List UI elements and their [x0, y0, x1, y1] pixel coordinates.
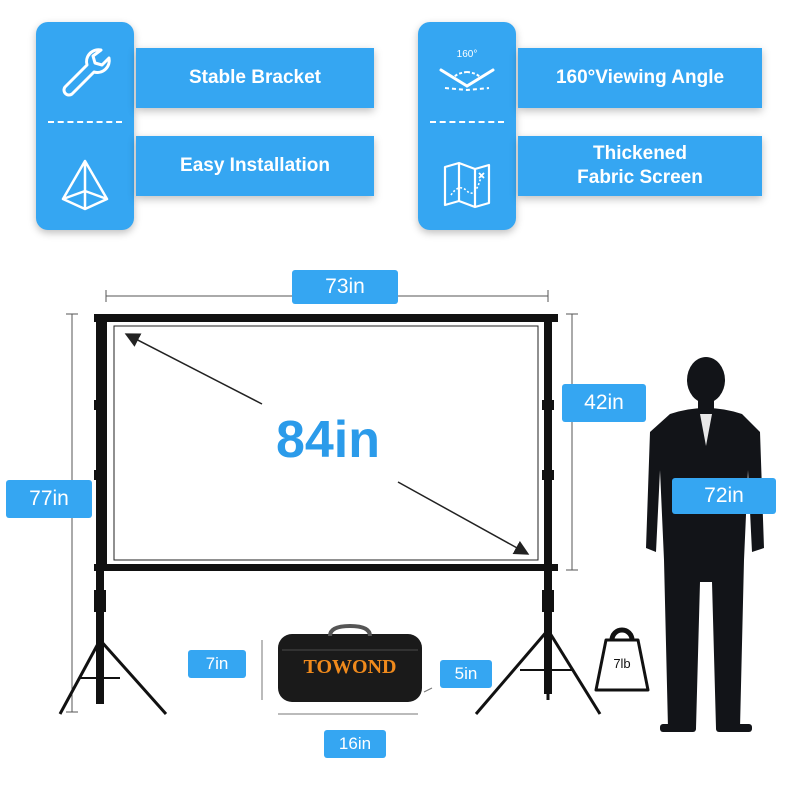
- person-silhouette: [646, 357, 764, 732]
- feature-viewing-angle: 160°Viewing Angle: [518, 48, 762, 108]
- divider: [48, 121, 122, 123]
- weight-label: 7lb: [613, 656, 631, 671]
- feature-card-left: [36, 22, 134, 230]
- screen-height-dimension-line: [566, 313, 578, 571]
- feature-card-right: 160°: [418, 22, 516, 230]
- width-label: 73in: [292, 270, 398, 304]
- bag-brand-text: TOWOND: [303, 656, 397, 678]
- bag-dimension-lines: [261, 640, 433, 715]
- diagonal-label: 84in: [275, 411, 381, 469]
- bag-depth-label: 5in: [440, 660, 492, 688]
- fabric-map-icon: [418, 140, 516, 230]
- right-stand: [474, 314, 602, 715]
- carry-bag: [278, 623, 422, 702]
- weight-icon: [594, 627, 650, 692]
- bag-length-label: 16in: [324, 730, 386, 758]
- bag-height-label: 7in: [188, 650, 246, 678]
- feature-stable-bracket: Stable Bracket: [136, 48, 374, 108]
- feature-thickened-fabric: Thickened Fabric Screen: [518, 136, 762, 196]
- person-height-label: 72in: [672, 478, 776, 514]
- diagonal-arrows: [124, 333, 530, 555]
- left-stand: [58, 314, 168, 715]
- wrench-icon: [36, 27, 134, 117]
- divider: [430, 121, 504, 123]
- feature-easy-installation: Easy Installation: [136, 136, 374, 196]
- screen-height-label: 42in: [562, 384, 646, 422]
- pyramid-icon: [36, 140, 134, 230]
- total-height-label: 77in: [6, 480, 92, 518]
- viewing-angle-icon: 160°: [418, 27, 516, 117]
